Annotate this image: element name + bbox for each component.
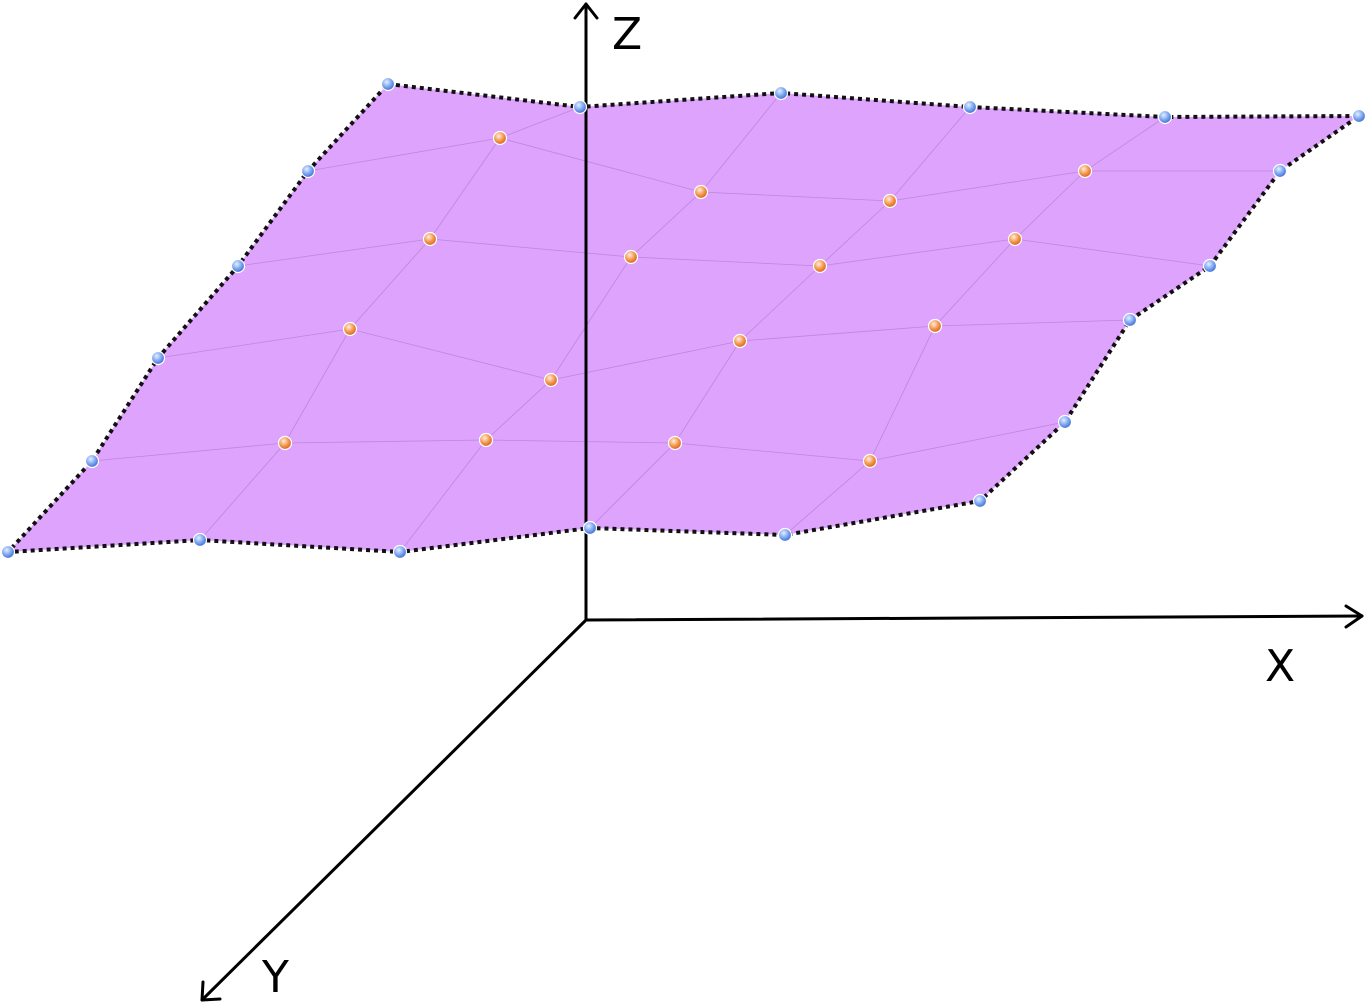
- mesh-nodes: [0, 76, 1367, 560]
- mesh-column-line: [199, 106, 581, 541]
- interior-node: [492, 130, 508, 146]
- interior-node: [1077, 163, 1093, 179]
- boundary-node: [0, 544, 16, 560]
- boundary-node: [773, 85, 789, 101]
- mesh-row-line: [237, 238, 1211, 267]
- boundary-node: [230, 258, 246, 274]
- interior-node: [342, 321, 358, 337]
- boundary-node: [1272, 163, 1288, 179]
- y-axis-label: Y: [261, 952, 289, 1003]
- mesh-row-line: [307, 137, 1280, 202]
- boundary-node: [582, 520, 598, 536]
- boundary-node: [1122, 312, 1138, 328]
- interior-node: [478, 432, 494, 448]
- y-axis: [200, 618, 588, 1002]
- mesh-row-line: [91, 421, 1066, 462]
- interior-node: [862, 453, 878, 469]
- boundary-node: [84, 453, 100, 469]
- surface-patch: [8, 84, 1359, 552]
- boundary-node: [572, 99, 588, 115]
- x-axis-arrowhead: [1344, 604, 1364, 629]
- interior-node: [882, 193, 898, 209]
- mesh-column-line: [589, 106, 971, 529]
- interior-node: [543, 372, 559, 388]
- boundary-node: [777, 527, 793, 543]
- boundary-node: [1351, 108, 1367, 124]
- boundary-node: [1202, 258, 1218, 274]
- boundary-node: [300, 163, 316, 179]
- mesh-row-line: [157, 319, 1131, 381]
- z-axis-label: Z: [612, 9, 642, 60]
- y-axis-arrowhead: [200, 980, 222, 1002]
- interior-node: [422, 231, 438, 247]
- interior-node: [667, 435, 683, 451]
- boundary-node: [392, 544, 408, 560]
- boundary-node: [150, 350, 166, 366]
- mesh-column-line: [399, 92, 782, 553]
- boundary-node: [380, 76, 396, 92]
- x-axis: [584, 614, 1364, 622]
- boundary-node: [972, 493, 988, 509]
- interior-node: [277, 435, 293, 451]
- z-axis-arrowhead: [573, 2, 599, 20]
- x-axis-label: X: [1265, 641, 1295, 692]
- mesh-grid-lines: [91, 92, 1280, 553]
- boundary-node: [1157, 109, 1173, 125]
- boundary-node: [962, 99, 978, 115]
- interior-node: [927, 318, 943, 334]
- interior-node: [812, 258, 828, 274]
- boundary-node: [1057, 414, 1073, 430]
- mesh-column-line: [784, 116, 1166, 536]
- interior-node: [1007, 231, 1023, 247]
- boundary-node: [192, 532, 208, 548]
- interior-node: [693, 184, 709, 200]
- interior-node: [623, 249, 639, 265]
- interior-node: [732, 333, 748, 349]
